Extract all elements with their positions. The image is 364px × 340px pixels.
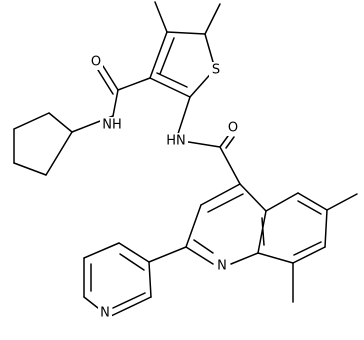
amide-nh-2-label: HN xyxy=(166,134,186,149)
amide-nh-1-label: NH xyxy=(102,118,122,133)
bonds xyxy=(13,1,358,317)
quinoline-nitrogen-label: N xyxy=(217,259,227,274)
atom-labels: O NH S HN O N N xyxy=(89,54,240,321)
thiophene-sulfur-label: S xyxy=(212,63,220,78)
amide-oxygen-2-label: O xyxy=(228,121,238,136)
pyridine-nitrogen-label: N xyxy=(100,306,110,321)
amide-oxygen-1-label: O xyxy=(91,55,101,70)
